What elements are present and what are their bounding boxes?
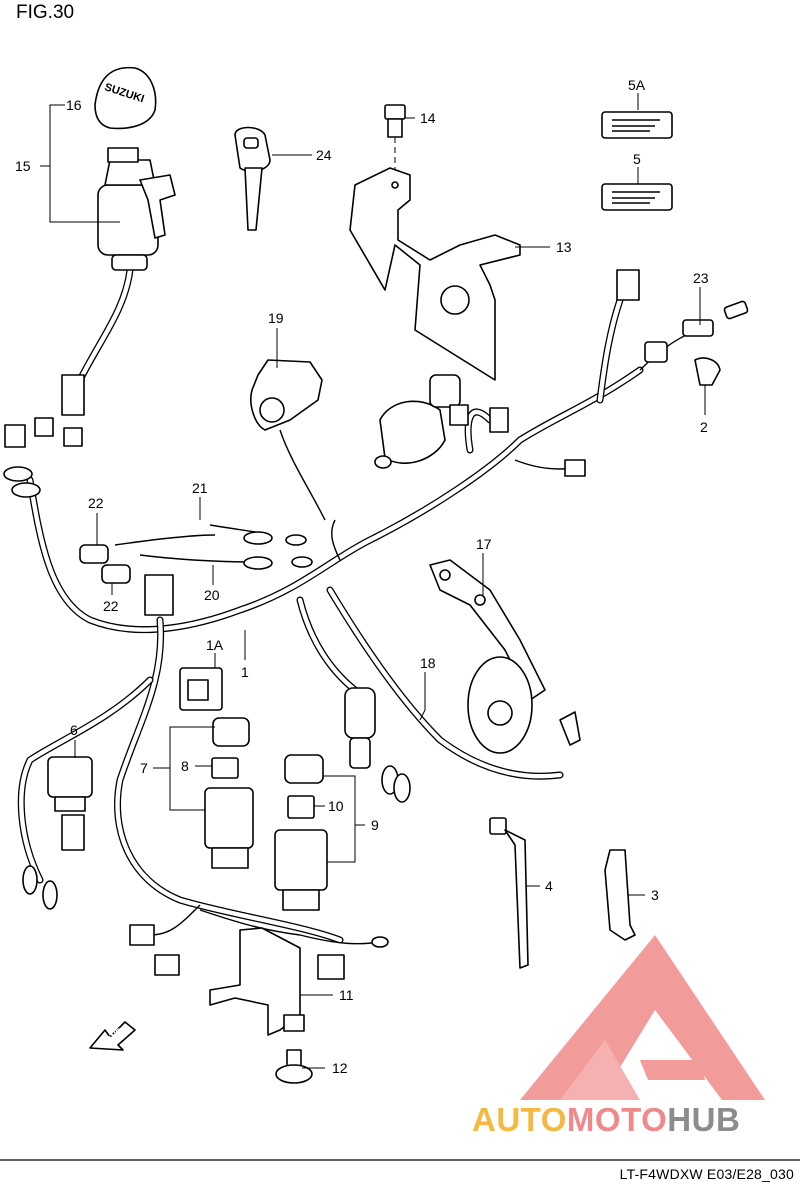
- lead-wire-20: [243, 556, 313, 570]
- watermark-logo: [520, 935, 765, 1100]
- horn: [467, 656, 581, 754]
- caution-label-5: [601, 183, 673, 211]
- label-20: 20: [204, 587, 220, 603]
- label-1: 1: [241, 664, 249, 680]
- label-13: 13: [556, 239, 572, 255]
- ignition-keycap: SUZUKI: [94, 66, 157, 130]
- lead-wire-21: [243, 531, 307, 546]
- ignition-switch: [97, 147, 176, 271]
- ignition-coil: [374, 374, 469, 469]
- fuse-holder-7: [204, 787, 254, 869]
- relay-1A: [179, 667, 223, 711]
- wire-clamp-3: [604, 849, 636, 941]
- leader-lines: [40, 93, 706, 1069]
- fuse-box-cover-7: [212, 717, 250, 747]
- ignition-bracket: [349, 167, 521, 381]
- relay-6: [47, 756, 93, 812]
- label-8: 8: [181, 758, 189, 774]
- main-wiring-harness: [17, 266, 644, 945]
- terminal-boot-22a: [79, 544, 109, 564]
- label-10: 10: [328, 798, 344, 814]
- switch-connector-23: [639, 300, 749, 371]
- caution-label-5A: [601, 111, 673, 139]
- fuse-10: [287, 795, 315, 819]
- label-15: 15: [15, 158, 31, 174]
- label-14: 14: [420, 110, 436, 126]
- label-5A: 5A: [628, 77, 646, 93]
- part-labels: 16 15 24 14 13 5A 5 23 2 19 21 22 22 20 …: [15, 77, 709, 1076]
- label-4: 4: [545, 878, 553, 894]
- label-12: 12: [332, 1060, 348, 1076]
- wire-clamp-2: [694, 357, 721, 386]
- bolt-12: [275, 1049, 313, 1084]
- bolt: [384, 104, 406, 180]
- fuse-box-cover-9: [284, 754, 324, 784]
- terminal-boot-22b: [101, 564, 131, 584]
- fuse-8: [211, 757, 239, 779]
- label-16: 16: [66, 97, 82, 113]
- harness-connectors: [3, 269, 640, 980]
- fuse-holder-9: [274, 829, 328, 911]
- figure-title: FIG.30: [16, 2, 75, 23]
- label-3: 3: [651, 887, 659, 903]
- label-2: 2: [700, 419, 708, 435]
- label-22-lower: 22: [103, 598, 119, 614]
- label-21: 21: [192, 480, 208, 496]
- forward-arrow-icon: FWD: [89, 1021, 136, 1051]
- key: [234, 126, 271, 231]
- diagram-code: LT-F4WDXW E03/E28_030: [619, 1166, 794, 1182]
- handlebar-switch: [250, 359, 323, 431]
- relay-bracket: [209, 927, 305, 1036]
- watermark-part-hub: HUB: [667, 1101, 741, 1138]
- cable-tie: [489, 817, 529, 969]
- label-5: 5: [633, 151, 641, 167]
- condenser: [344, 687, 411, 803]
- watermark-part-moto: MOTO: [566, 1101, 668, 1138]
- label-7: 7: [140, 760, 148, 776]
- label-18: 18: [420, 655, 436, 671]
- label-24: 24: [316, 147, 332, 163]
- watermark-part-auto: AUTO: [472, 1101, 567, 1138]
- label-9: 9: [371, 817, 379, 833]
- label-6: 6: [70, 722, 78, 738]
- label-17: 17: [476, 536, 492, 552]
- label-1A: 1A: [206, 637, 224, 653]
- label-22-upper: 22: [88, 495, 104, 511]
- label-19: 19: [268, 310, 284, 326]
- label-11: 11: [339, 987, 354, 1003]
- label-23: 23: [693, 270, 709, 286]
- watermark-text: AUTOMOTOHUB: [472, 1101, 740, 1139]
